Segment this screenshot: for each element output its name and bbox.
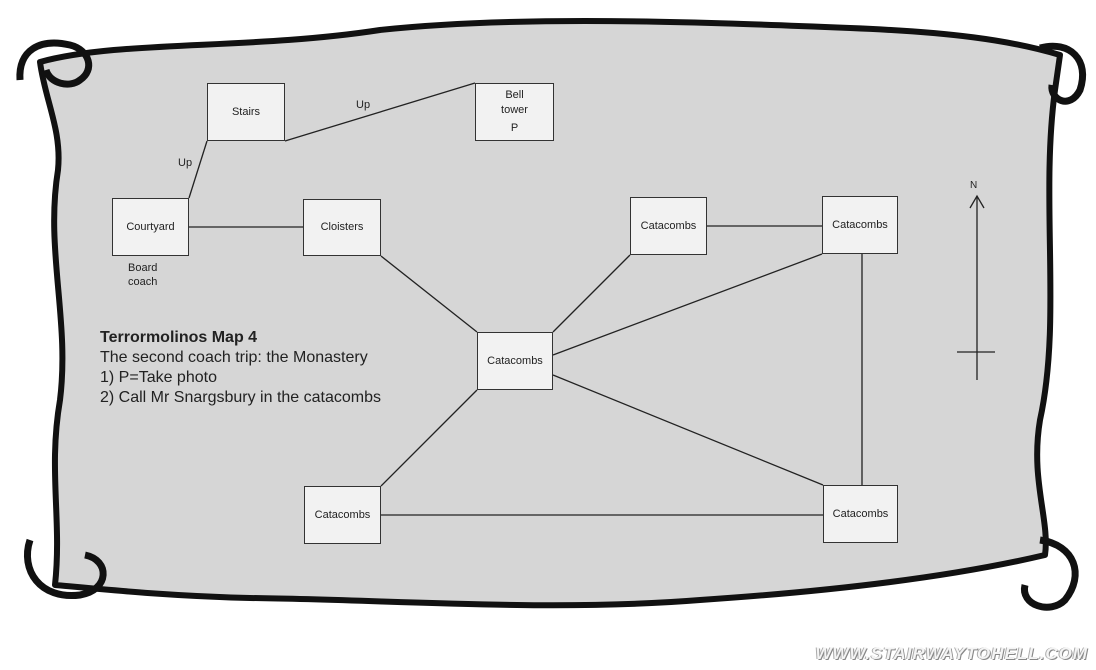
edge-center-cat-bottomright [552, 374, 824, 486]
room-catacombs-bottom-right: Catacombs [823, 485, 898, 543]
scroll-curl-bottom [23, 538, 107, 600]
room-label: Catacombs [832, 507, 889, 520]
label-line: coach [128, 276, 158, 288]
room-label: Courtyard [126, 220, 175, 233]
compass-north-label: N [970, 180, 978, 191]
room-label: Bell [505, 89, 524, 101]
scroll-curl-bottom-right [1021, 536, 1079, 611]
label-up-stairs: Up [178, 157, 193, 169]
edge-center-cat-top [552, 254, 631, 333]
scroll-curl-top-right [1039, 42, 1087, 105]
room-cloisters: Cloisters [303, 199, 381, 256]
parchment-body [37, 18, 1063, 609]
map-connections [188, 82, 995, 516]
room-label: Cloisters [320, 221, 364, 233]
edge-center-cat-bottomleft [380, 389, 478, 487]
watermark: WWW.STAIRWAYTOHELL.COM [815, 644, 1088, 663]
room-catacombs-center: Catacombs [477, 332, 553, 390]
photo-marker: P [510, 122, 519, 134]
map-legend: Terrormolinos Map 4 The second coach tri… [100, 328, 381, 408]
room-label: Stairs [231, 105, 261, 118]
room-label: Catacombs [314, 508, 371, 521]
scroll-curl-top [16, 39, 93, 88]
room-catacombs-top-right: Catacombs [822, 196, 898, 254]
label-up-belltower: Up [356, 99, 371, 111]
legend-line: 1) P=Take photo [100, 369, 217, 386]
room-catacombs-bottom-left: Catacombs [304, 486, 381, 544]
legend-line: 2) Call Mr Snargsbury in the catacombs [100, 389, 381, 406]
legend-line: The second coach trip: the Monastery [100, 349, 368, 366]
room-stairs: Stairs [207, 83, 285, 141]
room-label: Catacombs [832, 218, 888, 231]
label-board-coach: Board coach [128, 261, 157, 289]
edge-cloisters-center [380, 255, 478, 333]
north-arrow-icon [969, 194, 985, 209]
room-bell-tower: Bell tower P [475, 83, 554, 141]
edge-courtyard-stairs [188, 140, 208, 199]
label-line: Board [128, 262, 158, 274]
room-courtyard: Courtyard [112, 198, 189, 256]
room-catacombs-top: Catacombs [630, 197, 707, 255]
edge-center-cat-topright [552, 253, 823, 356]
room-label: tower [501, 104, 528, 116]
legend-title: Terrormolinos Map 4 [100, 329, 258, 346]
edge-stairs-belltower [284, 82, 476, 142]
room-label: Catacombs [487, 354, 543, 367]
room-label: Catacombs [640, 219, 697, 232]
